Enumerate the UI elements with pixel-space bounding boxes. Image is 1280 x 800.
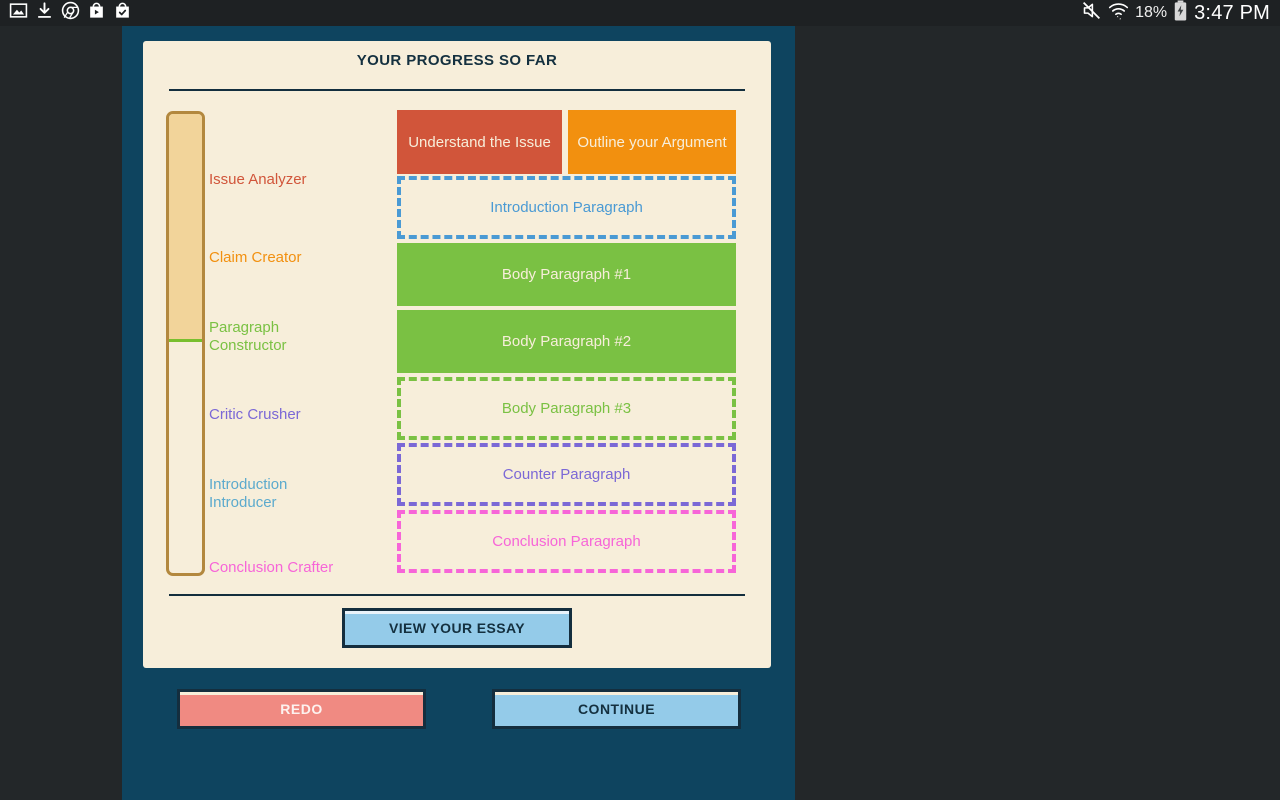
stage-label-line: Introduction [209, 476, 288, 493]
battery-percent-label: 18% [1135, 4, 1168, 21]
battery-charging-icon [1173, 0, 1188, 26]
status-bar-notification-icons [0, 1, 132, 25]
stage-label-line: Conclusion Crafter [209, 559, 334, 576]
stage-label-5: Conclusion Crafter [209, 559, 369, 577]
redo-button[interactable]: REDO [177, 689, 426, 729]
stage-label-line: Paragraph [209, 319, 280, 336]
continue-button-label: CONTINUE [577, 701, 656, 717]
redo-button-label: REDO [280, 701, 323, 717]
block-label: Understand the Issue [408, 133, 551, 151]
play-store-icon [87, 1, 106, 25]
mute-icon [1081, 0, 1102, 26]
view-your-essay-label: VIEW YOUR ESSAY [389, 620, 525, 636]
stage-label-3: Critic Crusher [209, 406, 369, 424]
app-installed-icon [113, 1, 132, 25]
status-bar-system-icons: 18% 3:47 PM [1081, 0, 1280, 26]
block-label: Body Paragraph #3 [501, 400, 632, 417]
block-outline-your-argument[interactable]: Outline your Argument [568, 110, 736, 174]
gallery-icon [9, 1, 28, 25]
chrome-icon [61, 1, 80, 25]
stage-label-line: Critic Crusher [209, 406, 301, 423]
download-icon [35, 1, 54, 25]
block-label: Counter Paragraph [502, 466, 631, 483]
android-status-bar: 18% 3:47 PM [0, 0, 1280, 26]
block-label: Conclusion Paragraph [492, 533, 641, 550]
continue-button[interactable]: CONTINUE [492, 689, 741, 729]
stage-label-0: Issue Analyzer [209, 171, 369, 189]
view-your-essay-button[interactable]: VIEW YOUR ESSAY [342, 608, 572, 648]
stage-label-line: Issue Analyzer [209, 171, 307, 188]
block-label: Body Paragraph #1 [501, 266, 632, 283]
divider-bottom [169, 594, 745, 596]
block-label: Introduction Paragraph [490, 199, 643, 216]
page-title: YOUR PROGRESS SO FAR [356, 52, 558, 69]
status-bar-clock: 3:47 PM [1194, 1, 1270, 24]
block-understand-the-issue[interactable]: Understand the Issue [397, 110, 562, 174]
block-body-paragraph-1[interactable]: Body Paragraph #1 [397, 243, 736, 306]
stage-label-line: Introducer [209, 494, 277, 511]
stage-label-1: Claim Creator [209, 249, 369, 267]
block-body-paragraph-3[interactable]: Body Paragraph #3 [397, 377, 736, 440]
block-introduction-paragraph[interactable]: Introduction Paragraph [397, 176, 736, 239]
stage-label-line: Claim Creator [209, 249, 302, 266]
divider-top [169, 89, 745, 91]
block-body-paragraph-2[interactable]: Body Paragraph #2 [397, 310, 736, 373]
progress-fill [169, 114, 202, 342]
block-conclusion-paragraph[interactable]: Conclusion Paragraph [397, 510, 736, 573]
progress-track [166, 111, 205, 576]
stage-label-line: Constructor [209, 337, 287, 354]
right-backdrop [795, 26, 1280, 800]
block-label: Outline your Argument [577, 133, 727, 151]
wifi-icon [1108, 0, 1129, 26]
block-label: Body Paragraph #2 [501, 333, 632, 350]
left-backdrop [0, 26, 122, 800]
block-counter-paragraph[interactable]: Counter Paragraph [397, 443, 736, 506]
